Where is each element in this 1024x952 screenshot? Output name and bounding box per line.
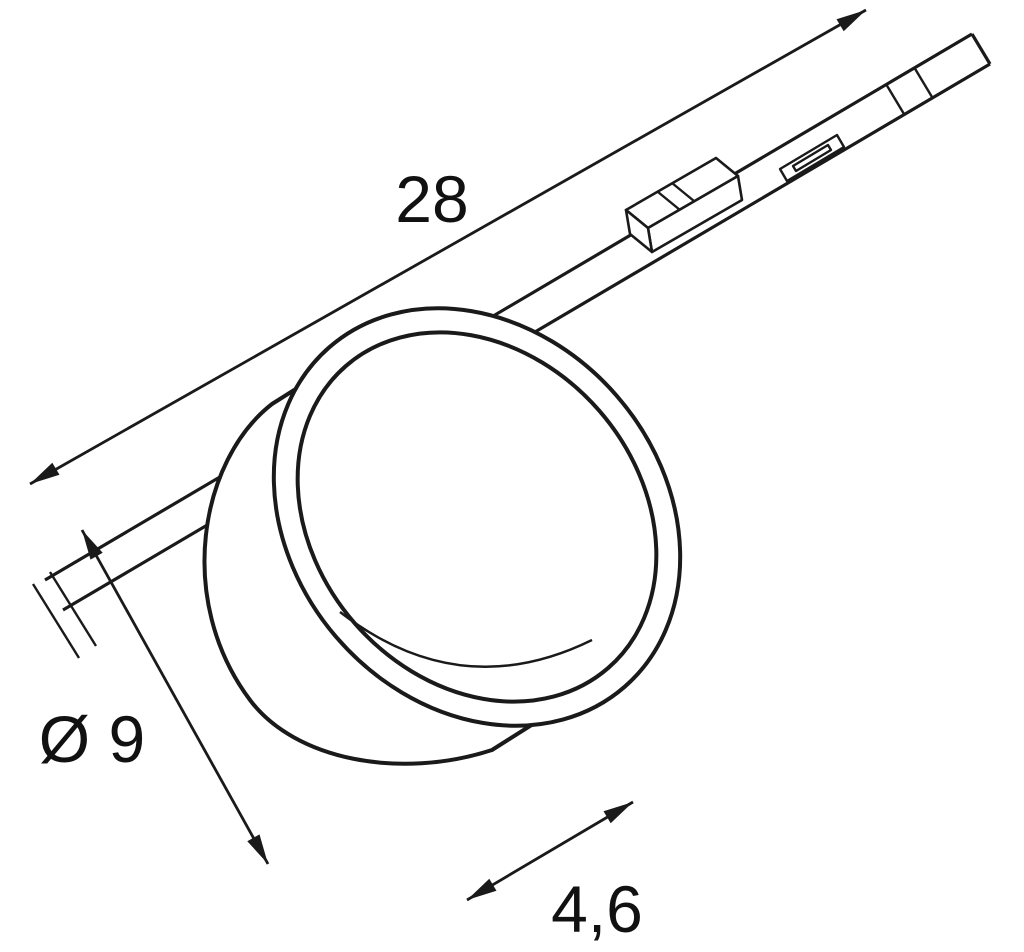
track-slot-inner (791, 143, 833, 173)
arrowhead-track-length-start (30, 462, 60, 484)
track-slot-outer (778, 133, 846, 183)
track-seam-1 (884, 83, 906, 115)
clip-notch-line-1 (657, 191, 681, 211)
spot-head-inner-wall-arc (339, 611, 593, 668)
mounting-clip (624, 156, 744, 254)
track-end-cap (970, 33, 992, 65)
dimension-head-depth-label: 4,6 (551, 872, 643, 946)
arrowhead-head-depth-bottom (467, 878, 497, 900)
arrowhead-head-depth-top (603, 802, 633, 824)
track-break-mark-2 (31, 583, 81, 659)
dimension-head-diameter-label: Ø 9 (39, 702, 145, 776)
spot-head (202, 306, 683, 766)
clip-left-face (624, 208, 654, 254)
dimension-head-depth-line (466, 800, 634, 902)
arrowhead-head-diameter-top (82, 530, 103, 560)
spot-head-rim-outer (271, 306, 683, 728)
dimension-track-length-label: 28 (395, 162, 468, 236)
dimension-head-depth: 4,6 (466, 800, 643, 946)
arrowhead-track-length-end (836, 10, 866, 32)
track-break-mark-1 (48, 571, 98, 647)
dimension-track-length-line (29, 8, 867, 486)
track-top-edge (44, 32, 973, 582)
dimension-track-length: 28 (29, 8, 867, 486)
clip-notch-line-2 (671, 182, 695, 202)
dimension-head-diameter-line (80, 529, 270, 865)
track-seam-2 (912, 66, 934, 98)
arrowhead-head-diameter-bottom (247, 834, 268, 864)
dimension-head-diameter: Ø 9 (39, 529, 270, 865)
